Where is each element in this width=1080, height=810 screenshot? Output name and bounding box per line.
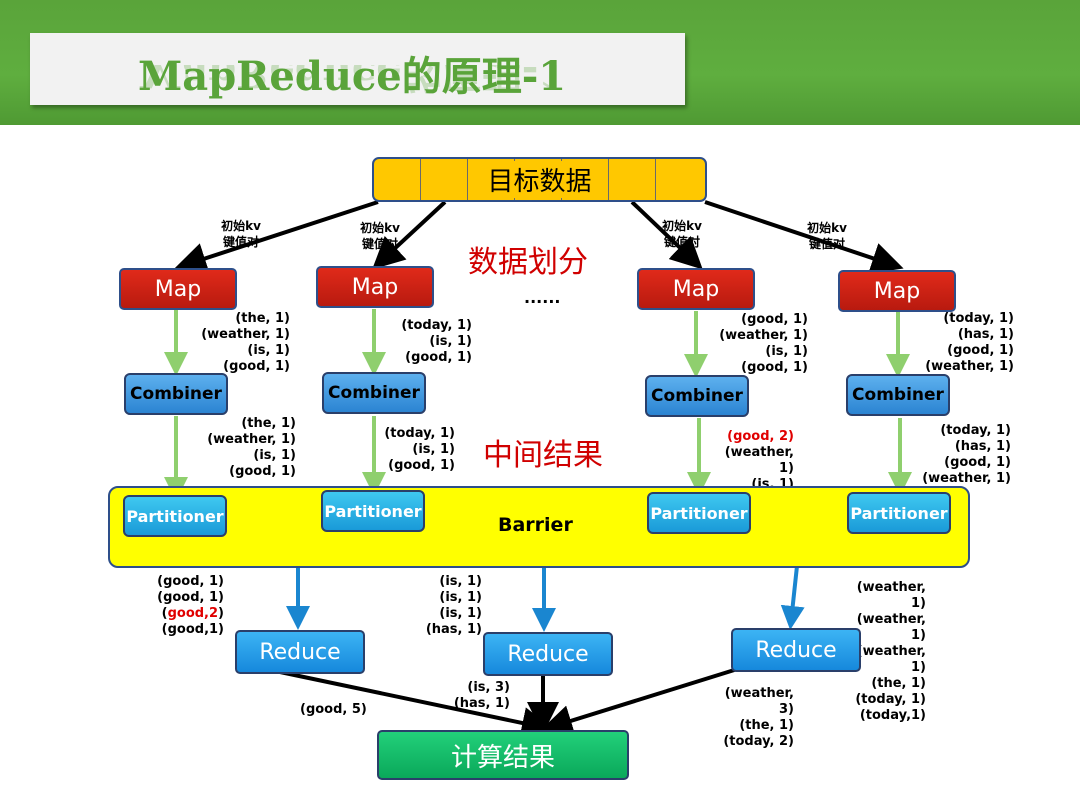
reduce-input-highlight: good,2 <box>167 606 219 621</box>
reduce-input: (is, 1) (is, 1) (is, 1) (has, 1) <box>425 574 482 637</box>
final-arrows <box>279 660 761 739</box>
map-box: Map <box>316 266 434 308</box>
init-kv-label: 初始kv 键值对 <box>221 219 261 249</box>
reduce-input: (weather, 1) (weather, 1) (weather, 1) (… <box>855 580 926 723</box>
combiner-output-highlight: (good, 2) <box>727 429 794 444</box>
barrier-panel <box>108 486 970 568</box>
page-title: MapReduce的原理-1 <box>138 53 567 100</box>
reduce-input-lines: (good, 1) (good, 1) <box>157 574 224 605</box>
combiner-output: (good, 2) (weather, 1) (is, 1) <box>706 429 794 493</box>
target-data-label: 目标数据 <box>483 161 596 198</box>
combiner-box: Combiner <box>322 372 426 414</box>
map-box: Map <box>119 268 237 310</box>
flow-arrows <box>164 309 912 501</box>
split-arrows <box>174 200 904 274</box>
partitioner-box: Partitioner <box>123 495 227 537</box>
map-box: Map <box>637 268 755 310</box>
reduce-input-lines: (good,1) <box>161 622 224 637</box>
combiner-output: (today, 1) (has, 1) (good, 1) (weather, … <box>922 423 1011 486</box>
reduce-input: (good, 1) (good, 1) (good,2) (good,1) <box>140 574 224 638</box>
combiner-box: Combiner <box>645 375 749 417</box>
combiner-output: (the, 1) (weather, 1) (is, 1) (good, 1) <box>207 416 296 479</box>
reduce-output: (is, 3) (has, 1) <box>453 680 510 711</box>
map-box: Map <box>838 270 956 312</box>
reduce-input-paren: ) <box>218 606 224 621</box>
map-output: (good, 1) (weather, 1) (is, 1) (good, 1) <box>719 312 808 375</box>
reduce-box: Reduce <box>731 628 861 672</box>
map-output: (the, 1) (weather, 1) (is, 1) (good, 1) <box>201 311 290 374</box>
init-kv-label: 初始kv 键值对 <box>360 221 400 251</box>
ellipsis: ...... <box>524 288 561 307</box>
combiner-output: (today, 1) (is, 1) (good, 1) <box>384 426 455 473</box>
target-data-box: 目标数据 <box>372 157 707 202</box>
init-kv-label: 初始kv 键值对 <box>807 221 847 251</box>
final-result-box: 计算结果 <box>377 730 629 780</box>
barrier-label: Barrier <box>498 514 573 536</box>
map-output: (today, 1) (has, 1) (good, 1) (weather, … <box>925 311 1014 374</box>
map-output: (today, 1) (is, 1) (good, 1) <box>401 318 472 365</box>
combiner-output-rest: (weather, 1) (is, 1) <box>724 445 794 492</box>
reduce-input-paren: ( <box>161 606 168 621</box>
reduce-box: Reduce <box>235 630 365 674</box>
combiner-box: Combiner <box>124 373 228 415</box>
partitioner-box: Partitioner <box>647 492 751 534</box>
reduce-output: (weather, 3) (the, 1) (today, 2) <box>723 686 794 749</box>
partitioner-box: Partitioner <box>847 492 951 534</box>
combiner-box: Combiner <box>846 374 950 416</box>
title-box <box>30 33 685 105</box>
reduce-arrows <box>286 565 805 632</box>
partitioner-box: Partitioner <box>321 490 425 532</box>
reduce-output: (good, 5) <box>300 702 367 717</box>
reduce-box: Reduce <box>483 632 613 676</box>
intermediate-label: 中间结果 <box>483 438 603 473</box>
init-kv-label: 初始kv 键值对 <box>662 219 702 249</box>
split-label: 数据划分 <box>468 245 588 280</box>
